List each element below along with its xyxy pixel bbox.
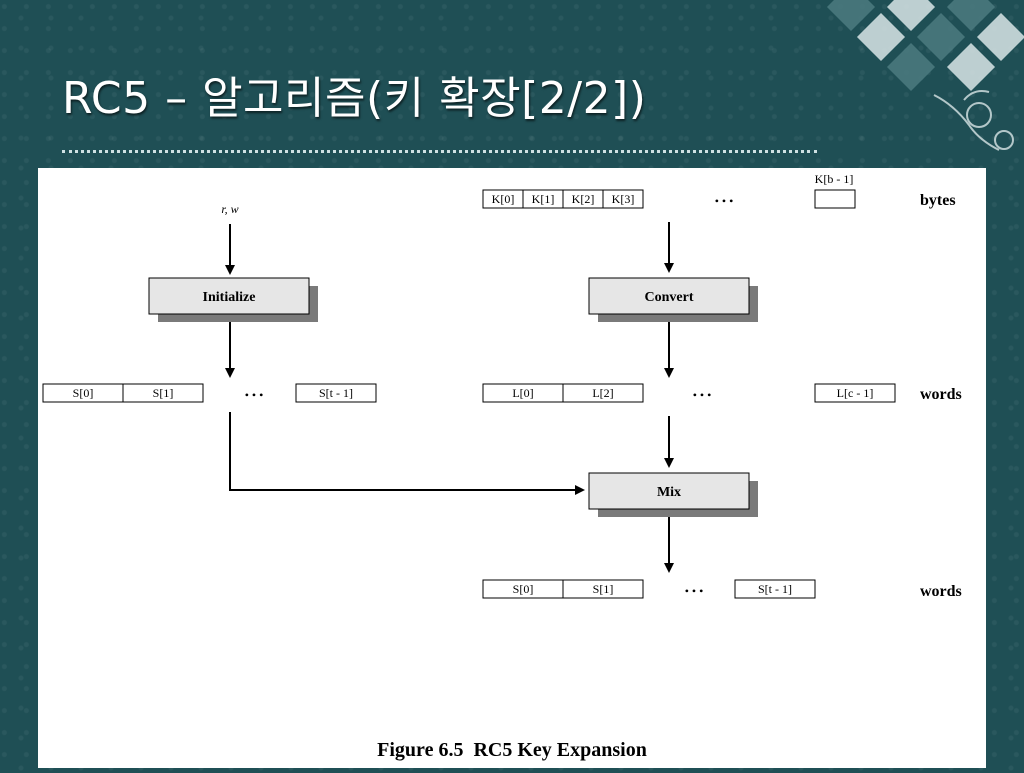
s-initial-1: S[1] [153,386,174,400]
figure-panel: r, w Initialize S[0] S[1] • • • S[t - 1]… [38,168,986,768]
initialize-box: Initialize [148,277,318,322]
s-to-mix-arrow [229,412,585,495]
key-last-box [814,189,856,209]
words-unit-label-top: words [920,386,962,403]
l-word-last: L[c - 1] [837,386,874,400]
key-bytes-array: K[0] K[1] K[2] K[3] • • • K[b - 1] [482,172,856,209]
s-initial-ellipsis: • • • [245,388,264,402]
key-last-label: K[b - 1] [815,172,854,186]
title-divider [62,150,817,153]
figure-caption: Figure 6.5 RC5 Key Expansion [377,739,647,761]
l-words-array: L[0] L[2] • • • L[c - 1] [482,383,896,403]
key-byte-2: K[2] [572,192,595,206]
s-final-last: S[t - 1] [758,582,792,596]
key-bytes-ellipsis: • • • [715,194,734,208]
initialize-label: Initialize [203,290,256,305]
params-label: r, w [221,202,238,216]
l-word-2: L[2] [592,386,613,400]
slide-title: RC5 – 알고리즘(키 확장[2/2]) [62,73,647,124]
s-final-1: S[1] [593,582,614,596]
convert-label: Convert [645,290,694,305]
s-initial-array: S[0] S[1] • • • S[t - 1] [42,383,377,403]
key-byte-3: K[3] [612,192,635,206]
mix-box: Mix [588,472,758,517]
key-byte-0: K[0] [492,192,515,206]
decorative-tile-pattern [826,0,1024,151]
key-byte-1: K[1] [532,192,555,206]
s-final-0: S[0] [513,582,534,596]
l-words-ellipsis: • • • [693,388,712,402]
s-initial-0: S[0] [73,386,94,400]
rc5-key-expansion-diagram: r, w Initialize S[0] S[1] • • • S[t - 1]… [42,172,962,761]
words-unit-label-bottom: words [920,583,962,600]
mix-label: Mix [657,485,681,500]
convert-box: Convert [588,277,758,322]
s-initial-last: S[t - 1] [319,386,353,400]
s-final-ellipsis: • • • [685,584,704,598]
l-word-0: L[0] [512,386,533,400]
s-final-array: S[0] S[1] • • • S[t - 1] [482,579,816,599]
bytes-unit-label: bytes [920,192,956,209]
